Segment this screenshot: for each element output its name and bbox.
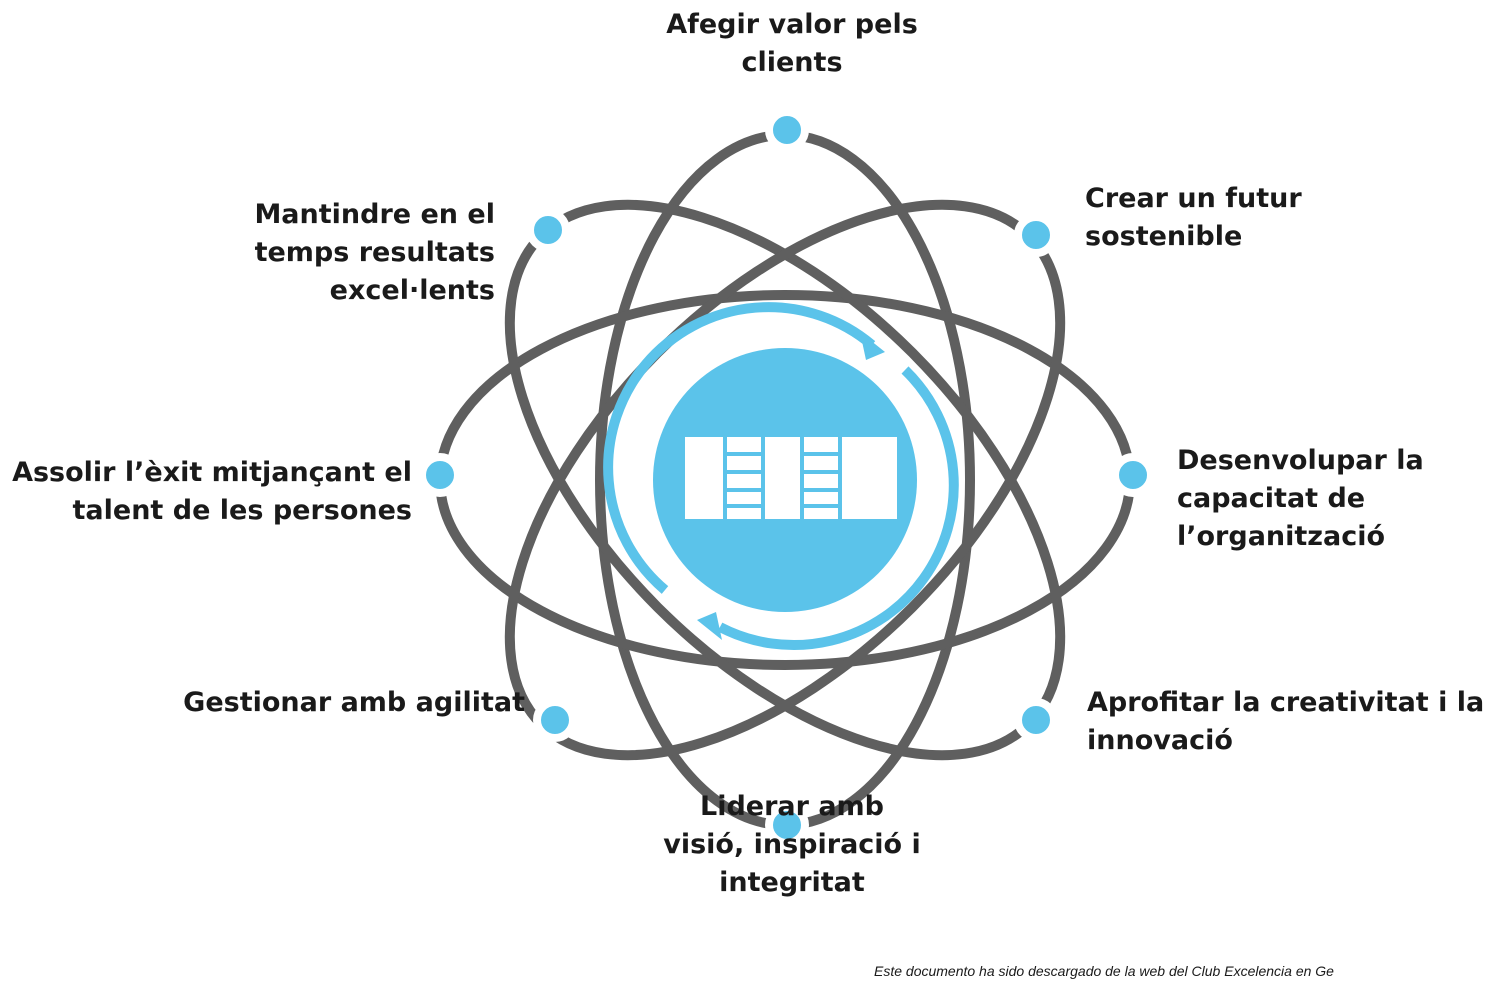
node-dot-bottom — [765, 803, 809, 847]
label-organisational-capability: Desenvolupar la capacitat de l’organitza… — [1177, 445, 1424, 552]
label-sustainable-future: Crear un futur sostenible — [1085, 183, 1302, 252]
orbit-nodes — [418, 108, 1155, 847]
center-hub — [603, 302, 960, 655]
node-dot-top — [765, 108, 809, 152]
cycle-arrowhead-bottom — [697, 612, 722, 640]
label-add-value-clients: Afegir valor pels clients — [666, 9, 918, 78]
node-dot-top-left — [526, 208, 570, 252]
node-dot-bottom-left — [533, 698, 577, 742]
node-dot-right — [1111, 453, 1155, 497]
label-leading-with-vision: Liderar amb visió, inspiració i integrit… — [663, 791, 921, 898]
label-creativity-innovation: Aprofitar la creativitat i la innovació — [1087, 687, 1485, 756]
cycle-arrows-icon — [603, 302, 959, 650]
download-source-note: Este documento ha sido descargado de la … — [874, 963, 1334, 979]
cycle-arrowhead-top — [860, 332, 885, 360]
efqm-logo-icon — [685, 437, 897, 519]
label-sustaining-results: Mantindre en el temps resultats excel·le… — [254, 199, 495, 306]
node-dot-left — [418, 453, 462, 497]
label-success-through-talent: Assolir l’èxit mitjançant el talent de l… — [12, 457, 412, 526]
node-dot-top-right — [1014, 213, 1058, 257]
node-dot-bottom-right — [1014, 698, 1058, 742]
label-managing-with-agility: Gestionar amb agilitat — [183, 687, 525, 718]
